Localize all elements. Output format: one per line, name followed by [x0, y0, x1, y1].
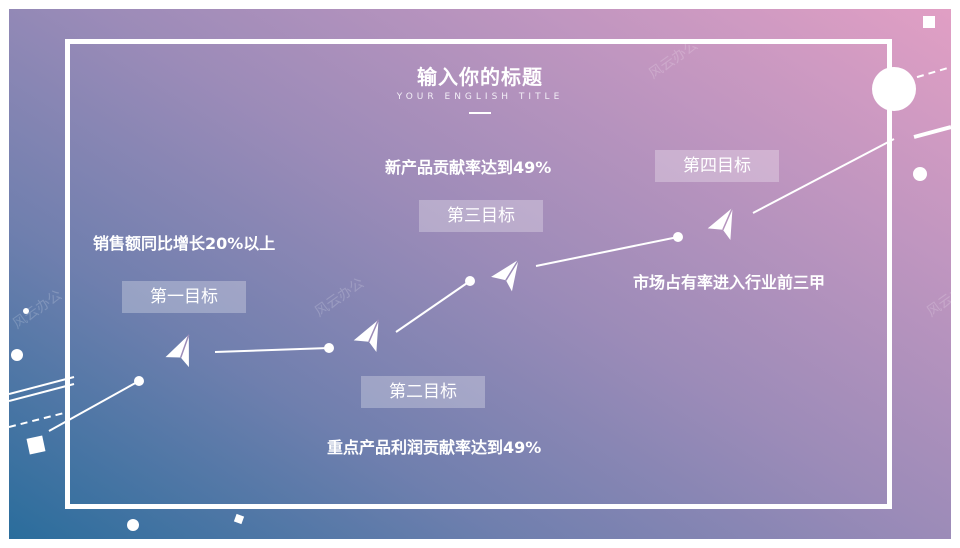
- deco-dashed-line: [893, 66, 951, 85]
- deco-square: [923, 16, 935, 28]
- deco-dot: [11, 349, 23, 361]
- goal-4-label: 第四目标: [655, 150, 779, 182]
- goal-1-label: 第一目标: [122, 281, 246, 313]
- title-divider: [469, 112, 491, 114]
- path-segment: [395, 280, 471, 333]
- path-segment: [752, 138, 895, 214]
- deco-square: [233, 513, 245, 525]
- deco-line: [913, 125, 951, 139]
- path-segment: [48, 380, 140, 432]
- paper-plane-icon: [353, 319, 380, 352]
- deco-dot: [913, 167, 927, 181]
- slide-canvas: 风云办公 风云办公 风云办公 风云办公 输入你的标题 YOUR ENGLISH …: [9, 9, 951, 539]
- goal-4-description: 市场占有率进入行业前三甲: [633, 273, 826, 292]
- path-segment: [214, 347, 330, 353]
- path-node: [465, 276, 475, 286]
- deco-dot: [23, 308, 29, 314]
- goal-2-description: 重点产品利润贡献率达到49%: [327, 438, 542, 457]
- deco-circle: [872, 67, 916, 111]
- goal-3-label: 第三目标: [419, 200, 543, 232]
- deco-square: [26, 435, 46, 455]
- goal-3-description: 新产品贡献率达到49%: [385, 158, 552, 177]
- goal-1-description: 销售额同比增长20%以上: [93, 234, 276, 253]
- path-node: [673, 232, 683, 242]
- deco-line: [9, 383, 75, 402]
- deco-dashed-line: [9, 412, 65, 428]
- decoration-layer: [9, 16, 951, 531]
- deco-line: [9, 376, 75, 395]
- paper-plane-icon: [707, 207, 734, 240]
- paper-plane-icon: [165, 334, 190, 368]
- paper-plane-icon: [491, 259, 520, 292]
- deco-dot: [127, 519, 139, 531]
- content-frame: [65, 39, 892, 509]
- path-node: [324, 343, 334, 353]
- path-node: [134, 376, 144, 386]
- path-segment: [535, 236, 679, 267]
- goal-2-label: 第二目标: [361, 376, 485, 408]
- page-subtitle: YOUR ENGLISH TITLE: [396, 92, 564, 102]
- page-title: 输入你的标题: [417, 65, 543, 89]
